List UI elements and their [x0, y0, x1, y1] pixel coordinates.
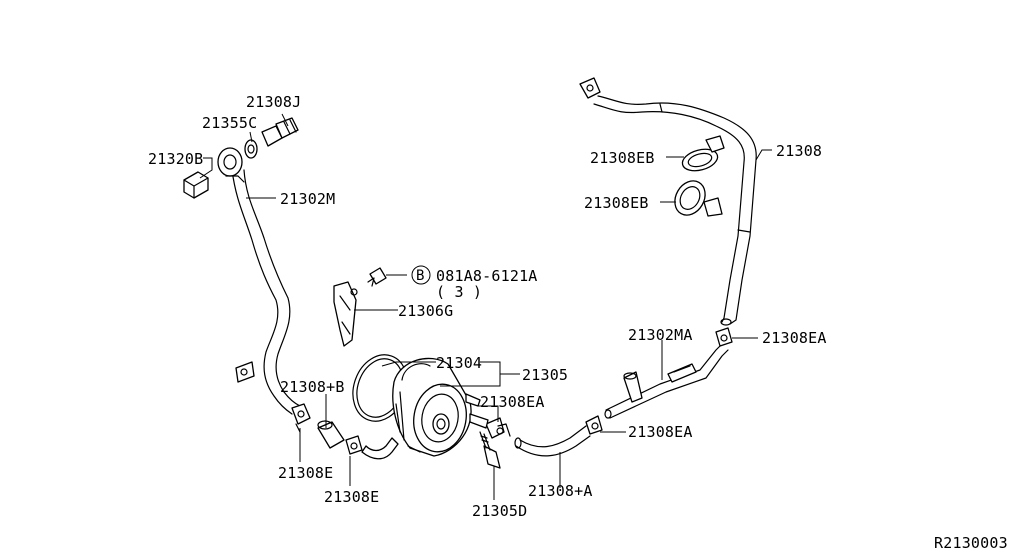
hose-bracket-tab — [235, 361, 255, 383]
reference-code: R2130003 — [934, 534, 1008, 552]
leader-lines — [199, 113, 772, 500]
label-21308e-left: 21308E — [278, 464, 333, 482]
bracket-21306g — [333, 281, 358, 347]
clamp-21308ea-lower — [585, 415, 603, 435]
clamp-21308ea-mid — [485, 417, 511, 439]
label-21308eb-bottom: 21308EB — [584, 194, 649, 212]
clamp-21308e-left — [291, 403, 311, 433]
bolt-081a8 — [367, 267, 387, 287]
hose-21308a — [514, 425, 591, 457]
label-21308ea-lower: 21308EA — [628, 423, 693, 441]
label-21305d: 21305D — [472, 502, 527, 520]
hose-cooler-inlet — [361, 437, 399, 460]
tube-segment-mid — [469, 413, 489, 429]
label-21308e-bottom: 21308E — [324, 488, 379, 506]
hose-21302m — [231, 169, 301, 415]
hose-21308b — [317, 420, 345, 449]
bolt-marker: B — [411, 265, 431, 285]
clamp-21308eb-top — [681, 135, 725, 172]
label-21308ea-right: 21308EA — [762, 329, 827, 347]
part-labels: 21308J 21355C 21320B 21302M 081A8-6121A … — [148, 93, 1008, 552]
label-21355c: 21355C — [202, 114, 257, 132]
clamp-21308e-bottom — [345, 435, 363, 455]
clamp-21308eb-bottom — [674, 180, 723, 217]
washer-21355c — [244, 139, 258, 159]
label-21308: 21308 — [776, 142, 822, 160]
tube-21302ma — [604, 343, 729, 419]
oil-cooler-21305 — [352, 354, 481, 457]
label-21308ea-mid: 21308EA — [480, 393, 545, 411]
label-21305: 21305 — [522, 366, 568, 384]
connector-21308j — [261, 117, 299, 147]
label-21308j: 21308J — [246, 93, 301, 111]
bolt-marker-letter: B — [416, 268, 424, 284]
label-21302ma: 21302MA — [628, 326, 693, 344]
label-21320b: 21320B — [148, 150, 203, 168]
label-21308-b: 21308+B — [280, 378, 345, 396]
label-bolt-qty: ( 3 ) — [436, 283, 482, 301]
bolt-21305d — [479, 431, 501, 469]
cap-21320b — [183, 171, 209, 199]
label-21302m: 21302M — [280, 190, 335, 208]
label-21308-a: 21308+A — [528, 482, 593, 500]
label-21306g: 21306G — [398, 302, 453, 320]
clamp-21308ea-right — [715, 327, 733, 347]
label-21304: 21304 — [436, 354, 482, 372]
banjo-fitting — [217, 147, 245, 183]
label-21308eb-top: 21308EB — [590, 149, 655, 167]
hose-21308 — [579, 77, 757, 326]
label-bolt-code: 081A8-6121A — [436, 267, 538, 285]
